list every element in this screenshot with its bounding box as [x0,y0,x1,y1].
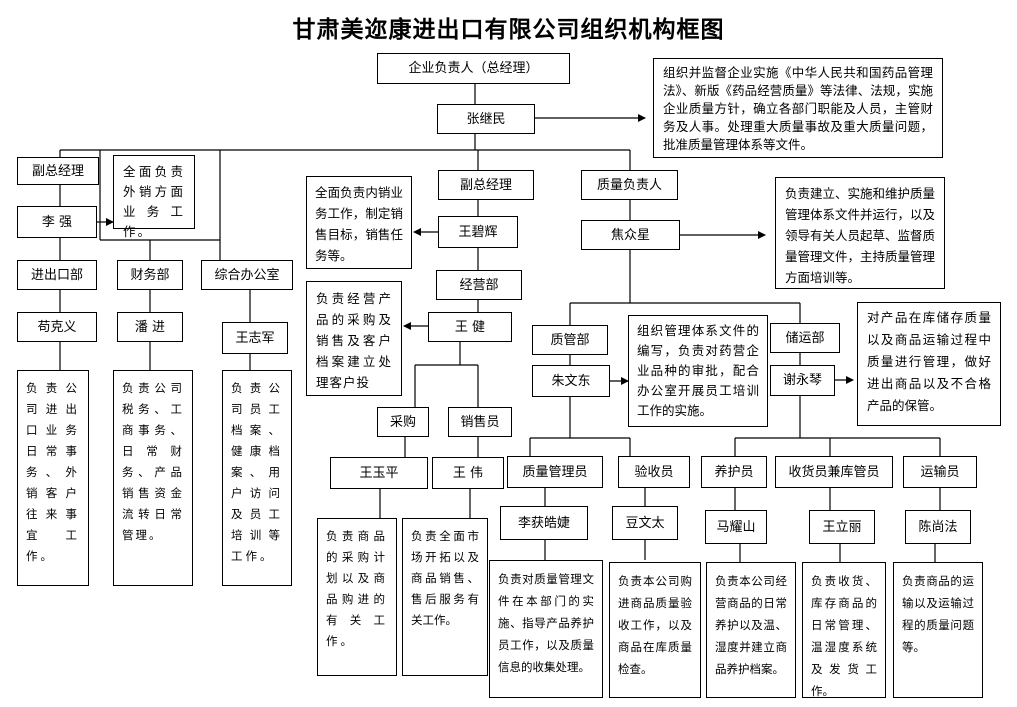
purchase-duty-box: 负责商品的采购计划以及商品购进的有关工作。 [317,518,397,676]
ceo-box: 企业负责人（总经理） [377,53,570,84]
ceo-name-box: 张继民 [437,104,535,134]
import-export-name-box: 苟克义 [17,312,97,342]
transport-duty-box: 负责商品的运输以及运输过程的质量问题等。 [893,562,983,698]
quality-head-name-box: 焦众星 [581,220,680,250]
receiver-duty-box: 负责收货、库存商品的日常管理、温湿度系统及发货工作。 [802,562,886,698]
office-name-box: 王志军 [222,322,288,354]
maintain-name-box: 马耀山 [705,510,767,544]
qm-duty-box: 组织管理体系文件的编写，负责对药营企业品种的审批，配合办公室开展员工培训工作的实… [628,315,768,427]
sales-name-box: 王 伟 [432,457,504,489]
qm-staff-duty-box: 负责对质量管理文件在本部门的实施、指导产品养护员工作，以及质量信息的收集处理。 [489,560,603,698]
storage-name-box: 谢永琴 [770,365,835,396]
receiver-name-box: 王立丽 [809,510,875,544]
purchase-box: 采购 [377,407,429,437]
qm-dept-box: 质管部 [532,325,608,355]
sales-duty-box: 负责全面市场开拓以及商品销售、售后服务有关工作。 [402,518,488,676]
qm-name-box: 朱文东 [532,365,610,397]
mid-vp-name-box: 王碧辉 [438,216,518,248]
office-duty-box: 负责公司员工档案、健康档案、用户访问及员工培训等工作。 [222,370,292,586]
office-dept-box: 综合办公室 [201,260,293,290]
left-vp-duty-box: 全面负责外销方面业务工作。 [113,155,195,239]
qm-staff-name-box: 李获皓婕 [500,506,588,540]
import-export-duty-box: 负责公司进出口业务日常事务、外销客户往来事宜工作。 [17,370,89,586]
receiver-box: 收货员兼库管员 [775,456,893,488]
left-vp-box: 副总经理 [17,157,99,185]
mid-vp-duty-box: 全面负责内销业务工作，制定销售目标，销售任务等。 [306,176,412,269]
ceo-duty-box: 组织并监督企业实施《中华人民共和国药品管理法》、新版《药品经营质量》等法律、法规… [653,58,943,158]
ops-name-box: 王 健 [428,312,512,342]
chart-title: 甘肃美迩康进出口有限公司组织机构框图 [292,17,725,43]
quality-head-duty-box: 负责建立、实施和维护质量管理体系文件并运行，以及领导有关人员起草、监督质量管理文… [775,177,945,289]
inspector-box: 验收员 [618,456,690,488]
purchase-name-box: 王玉平 [330,457,428,489]
storage-dept-box: 储运部 [770,323,840,353]
inspector-name-box: 豆文太 [612,506,678,540]
transport-box: 运输员 [903,456,977,488]
finance-dept-box: 财务部 [117,260,183,290]
storage-duty-box: 对产品在库储存质量以及商品运输过程中质量进行管理，做好进出商品以及不合格产品的保… [857,302,1001,426]
finance-duty-box: 负责公司税务、工商事务、日常财务、产品销售资金流转日常管理。 [113,370,193,586]
left-vp-name-box: 李 强 [17,206,97,238]
qm-staff-box: 质量管理员 [507,456,603,488]
sales-box: 销售员 [448,407,512,437]
maintain-box: 养护员 [701,456,767,488]
inspector-duty-box: 负责本公司购进商品质量验收工作，以及商品在库质量检查。 [609,562,701,698]
import-export-dept-box: 进出口部 [17,260,97,290]
ops-duty-box: 负责经营产品的采购及销售及客户档案建立处理客户投 [306,281,402,396]
maintain-duty-box: 负责本公司经营商品的日常养护以及温、湿度并建立商品养护档案。 [706,562,796,698]
quality-head-box: 质量负责人 [581,170,678,200]
transport-name-box: 陈尚法 [905,510,971,544]
ops-dept-box: 经营部 [436,270,522,300]
finance-name-box: 潘 进 [117,312,183,342]
mid-vp-box: 副总经理 [438,170,534,200]
